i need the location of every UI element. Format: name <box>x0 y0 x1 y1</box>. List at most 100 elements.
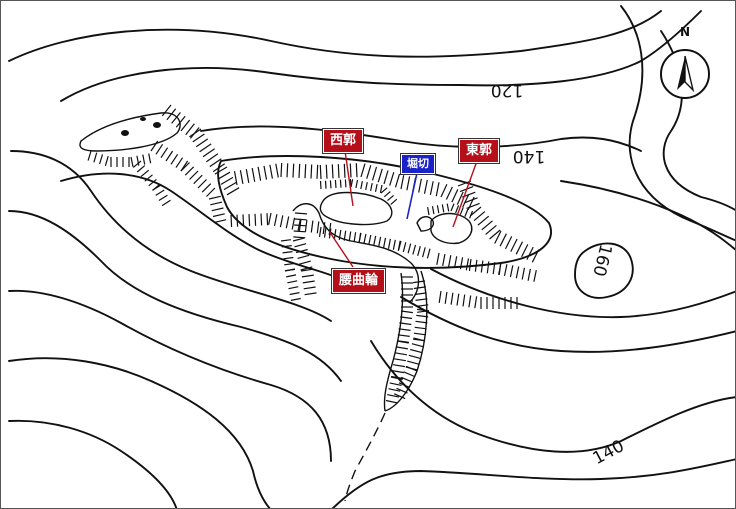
hachure-tick <box>263 165 268 180</box>
hachure-tick <box>300 266 313 271</box>
contour-120 <box>60 10 702 102</box>
hachure-tick <box>387 394 400 398</box>
hachure-tick <box>383 170 389 185</box>
hachure-tick <box>515 266 520 279</box>
hachure-tick <box>353 232 357 243</box>
hachure-tick <box>304 164 307 179</box>
hachure-tick <box>426 248 431 259</box>
hachure-tick <box>498 262 502 275</box>
hachure-tick <box>161 199 171 207</box>
contour-west-4 <box>8 289 332 462</box>
hachure-tick <box>360 163 366 178</box>
hachure-tick <box>469 206 482 217</box>
contour-south-1 <box>400 296 735 353</box>
hachure-tick <box>93 152 98 163</box>
hachure-tick <box>211 207 224 212</box>
hachure-tick <box>441 204 445 213</box>
hachure-tick <box>365 181 368 191</box>
hachure-tick <box>435 182 440 197</box>
contour-mid-west <box>60 172 362 292</box>
hachure-tick <box>99 154 104 165</box>
hachure-tick <box>374 183 378 193</box>
hachure-tick <box>310 220 314 233</box>
hachure-tick <box>515 241 524 255</box>
hachure-tick <box>431 206 435 215</box>
hachure-tick <box>442 253 446 267</box>
north-letter: N <box>680 25 690 39</box>
hachure-tick <box>521 244 529 258</box>
hachure-tick <box>132 160 142 168</box>
hachure-tick <box>185 123 195 136</box>
hachure-tick <box>144 174 153 182</box>
north-arrow: N <box>657 24 713 100</box>
west-spur-knob <box>79 112 181 152</box>
hachure-tick <box>422 247 426 258</box>
hachure-tick <box>189 128 202 138</box>
hachure-tick <box>355 179 359 189</box>
hachure-tick <box>281 245 292 248</box>
hachure-tick <box>295 248 308 254</box>
hachure-tick <box>350 179 354 188</box>
pit-marker-1 <box>121 130 129 136</box>
hachure-tick <box>197 179 207 189</box>
east-bailey-inner <box>416 216 435 232</box>
hachure-tick <box>324 180 327 189</box>
hachure-tick <box>339 179 342 188</box>
hachure-tick <box>450 292 454 305</box>
hachure-tick <box>199 143 212 153</box>
hachure-tick <box>379 184 383 194</box>
hachure-tick <box>310 164 313 179</box>
label-moat-cut: 堀切 <box>400 153 436 175</box>
hachure-tick <box>396 340 409 344</box>
hachure-tick <box>217 171 231 180</box>
south-ridge-2 <box>383 272 404 412</box>
hachure-tick <box>303 286 316 290</box>
hachure-tick <box>486 261 490 274</box>
hachure-tick <box>468 295 472 308</box>
hachure-tick <box>423 179 428 194</box>
hachure-tick <box>294 224 307 227</box>
hachure-tick <box>279 215 284 228</box>
hachure-tick <box>455 205 460 214</box>
hachure-tick <box>468 258 472 271</box>
hachure-tick <box>294 212 308 215</box>
hachure-tick <box>380 187 388 194</box>
hachure-tick <box>269 164 273 179</box>
hachure-tick <box>413 280 426 284</box>
contour-southwest <box>8 357 271 508</box>
hachure-tick <box>155 189 165 196</box>
hachure-tick <box>387 194 394 202</box>
hachure-tick <box>473 211 486 222</box>
hachure-tick <box>319 164 322 180</box>
hachure-tick <box>393 358 406 362</box>
hachure-tick <box>333 229 337 240</box>
hachure-tick <box>417 308 430 312</box>
hachure-tick <box>427 206 430 216</box>
contour-west-3 <box>8 210 342 382</box>
hachure-tick <box>371 166 378 181</box>
hachure-tick <box>450 203 455 212</box>
hachure-tick <box>489 229 501 240</box>
hachure-tick <box>398 328 411 331</box>
hachure-tick <box>209 158 222 168</box>
leader-east-bailey <box>452 160 478 228</box>
hachure-tick <box>394 173 401 188</box>
hachure-tick <box>444 291 448 304</box>
hachure-tick <box>349 163 352 178</box>
hachure-tick <box>394 352 407 356</box>
hachure-tick <box>402 242 407 253</box>
contour-160 <box>574 242 634 299</box>
hachure-tick <box>230 214 233 228</box>
leader-waist-bailey <box>328 230 354 268</box>
hachure-tick <box>469 210 474 219</box>
hachure-tick <box>331 164 334 179</box>
hachure-tick <box>492 262 496 275</box>
hachure-tick <box>283 256 294 260</box>
hachure-tick <box>348 231 352 242</box>
hachure-tick <box>480 260 484 273</box>
hachure-tick <box>400 175 405 190</box>
hachure-tick <box>436 252 440 265</box>
hachure-tick <box>334 179 337 189</box>
hachure-tick <box>275 163 279 178</box>
